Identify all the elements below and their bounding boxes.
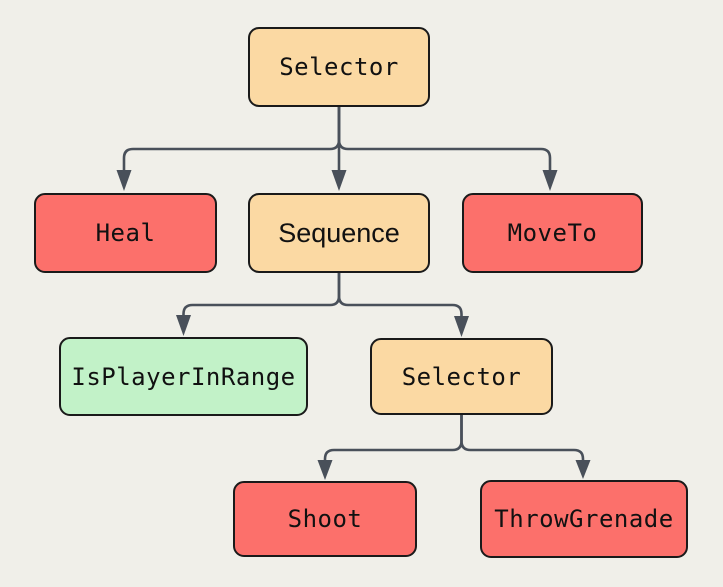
edge-sequence-selector2 — [337, 271, 463, 318]
arrowhead-sequence-isplayerinrange — [176, 315, 191, 336]
arrowhead-root-heal — [116, 170, 132, 191]
node-selector-2-label: Selector — [401, 362, 522, 391]
edge-root-moveto — [337, 104, 552, 172]
node-sequence: Sequence — [248, 193, 430, 273]
arrowhead-root-moveto — [542, 170, 558, 191]
edge-selector2-shoot — [323, 413, 463, 462]
node-selector-root-label: Selector — [279, 53, 399, 81]
arrowhead-selector2-shoot — [317, 460, 333, 480]
node-isplayerinrange: IsPlayerInRange — [59, 337, 308, 416]
edge-sequence-isplayerinrange — [182, 271, 341, 317]
arrowhead-selector2-throwgrenade — [575, 460, 591, 479]
arrowhead-sequence-selector2 — [454, 316, 469, 337]
node-selector-root: Selector — [248, 27, 430, 107]
node-selector-2: Selector — [370, 338, 553, 415]
node-throwgrenade-label: ThrowGrenade — [494, 505, 674, 533]
node-heal: Heal — [34, 193, 217, 273]
arrowhead-root-sequence — [331, 170, 347, 191]
node-throwgrenade: ThrowGrenade — [480, 480, 688, 558]
node-moveto-label: MoveTo — [507, 219, 598, 247]
edge-root-heal — [122, 104, 341, 172]
node-shoot: Shoot — [233, 481, 417, 557]
node-heal-label: Heal — [95, 219, 156, 247]
node-moveto: MoveTo — [462, 193, 643, 273]
edge-selector2-throwgrenade — [460, 413, 585, 462]
node-isplayerinrange-label: IsPlayerInRange — [71, 362, 296, 391]
node-shoot-label: Shoot — [287, 505, 363, 533]
node-sequence-label: Sequence — [278, 217, 400, 248]
